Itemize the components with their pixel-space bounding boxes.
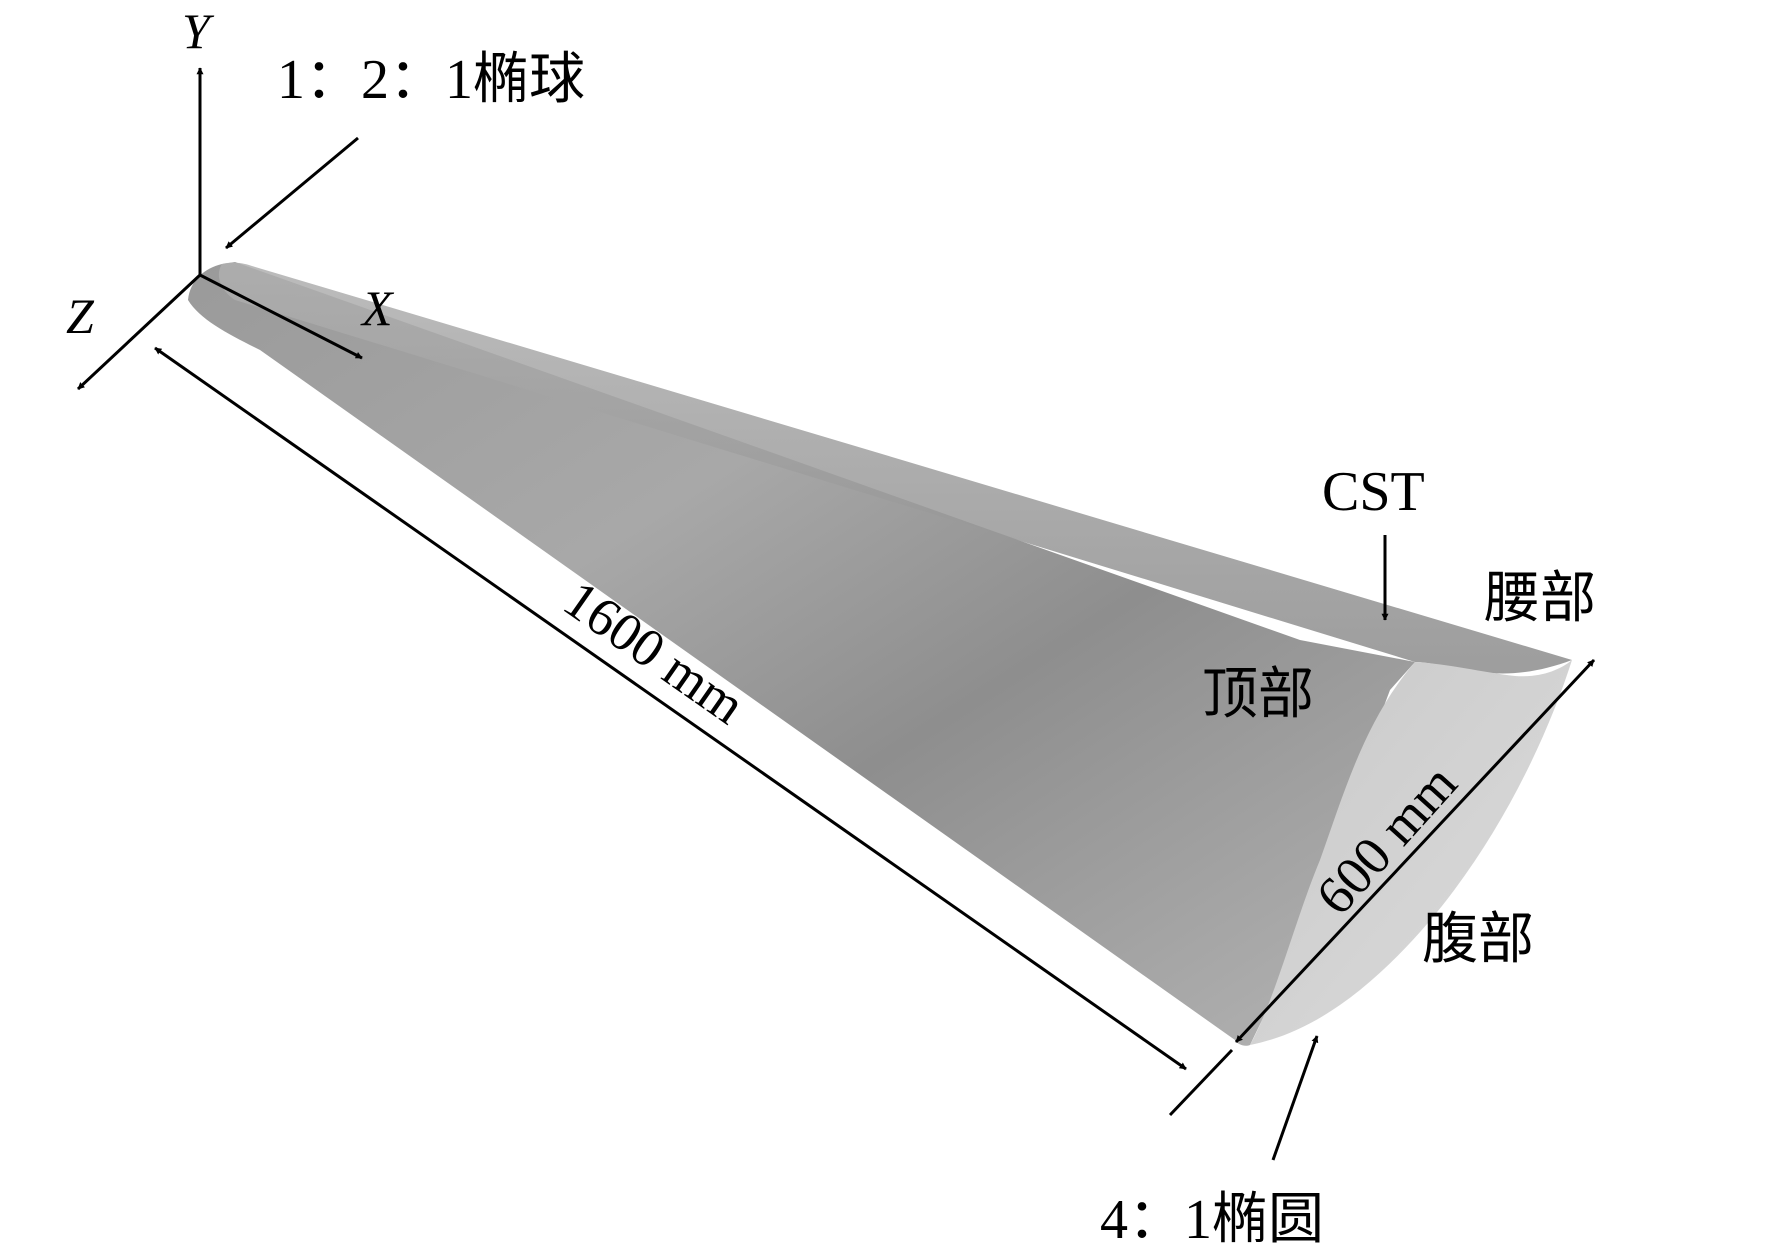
y-axis-label: Y — [182, 3, 215, 59]
x-axis-label: X — [360, 280, 395, 336]
z-axis — [76, 273, 202, 391]
top-label: 顶部 — [1202, 664, 1314, 726]
length-dimension-line — [154, 346, 1187, 1071]
waist-label: 腰部 — [1484, 568, 1596, 630]
forebody-shape — [188, 262, 1572, 1046]
base-annotation: 4：1椭圆 — [1100, 1035, 1324, 1251]
x-axis — [199, 273, 363, 360]
base-label: 4：1椭圆 — [1100, 1189, 1324, 1247]
cst-annotation: CST — [1322, 461, 1425, 621]
base-arrow — [1271, 1035, 1319, 1161]
z-axis-label: Z — [66, 288, 95, 344]
forebody-main-surface — [188, 262, 1415, 1046]
cst-label: CST — [1322, 461, 1425, 523]
tip-extension-line — [1168, 1048, 1234, 1117]
nose-annotation: 1：2：1椭球 — [225, 49, 585, 250]
coordinate-axes: Y X Z — [66, 3, 395, 391]
width-dimension-line — [1234, 658, 1596, 1044]
nose-arrow — [225, 136, 359, 250]
nose-label: 1：2：1椭球 — [277, 49, 585, 111]
belly-label: 腹部 — [1422, 909, 1534, 971]
